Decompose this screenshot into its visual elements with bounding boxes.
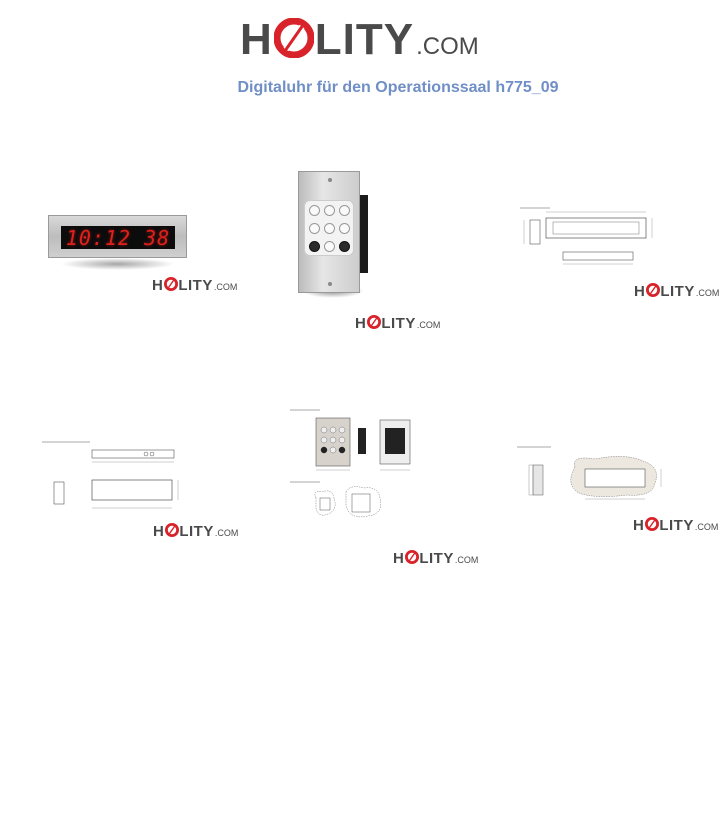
- clock-housing: 10:12 38: [48, 215, 187, 258]
- logo-letters-lity: LITY: [660, 283, 695, 300]
- logo-letter-h: H: [152, 277, 164, 294]
- technical-drawing: [42, 441, 179, 509]
- watermark-logo: H LITY .COM: [355, 314, 440, 331]
- watermark-logo: H LITY .COM: [152, 276, 237, 293]
- product-image-drawing-3[interactable]: [288, 406, 418, 536]
- keypad-button: [309, 241, 320, 252]
- keypad-back-box: [358, 195, 368, 273]
- holity-logo[interactable]: H LITY .COM: [240, 14, 479, 62]
- screw-icon: [328, 282, 332, 286]
- logo-domain: .COM: [214, 528, 239, 538]
- clock-display: 10:12 38: [61, 225, 175, 250]
- logo-letters-lity: LITY: [381, 315, 416, 332]
- logo-domain: .COM: [416, 320, 441, 330]
- logo-domain: .COM: [416, 33, 479, 60]
- logo-o-icon: [645, 283, 660, 297]
- clock-shadow: [60, 258, 175, 270]
- watermark-logo: H LITY .COM: [633, 516, 718, 533]
- keypad-button: [309, 205, 320, 216]
- logo-o-icon: [273, 18, 314, 58]
- logo-letter-h: H: [633, 517, 645, 534]
- logo-letters-lity: LITY: [314, 15, 415, 64]
- product-image-drawing-4[interactable]: [515, 443, 665, 505]
- logo-o-icon: [366, 315, 381, 329]
- logo-letters-lity: LITY: [659, 517, 694, 534]
- clock-digits: 10:12 38: [65, 225, 171, 250]
- watermark-logo: H LITY .COM: [634, 282, 719, 299]
- logo-o-icon: [644, 517, 659, 531]
- logo-o-icon: [163, 277, 178, 291]
- logo-domain: .COM: [694, 522, 719, 532]
- keypad-plate: [298, 171, 360, 293]
- product-image-drawing-1[interactable]: [518, 200, 653, 270]
- technical-drawing: [517, 446, 662, 500]
- logo-letters-lity: LITY: [419, 550, 454, 567]
- logo-letter-h: H: [240, 15, 273, 64]
- keypad-button: [339, 223, 350, 234]
- product-image-drawing-2[interactable]: [40, 438, 180, 513]
- keypad-button: [324, 241, 335, 252]
- technical-drawing: [520, 207, 653, 265]
- logo-letters-lity: LITY: [178, 277, 213, 294]
- page-title: Digitaluhr für den Operationssaal h775_0…: [237, 79, 559, 96]
- keypad-button: [339, 205, 350, 216]
- logo-letter-h: H: [634, 283, 646, 300]
- screw-icon: [328, 178, 332, 182]
- watermark-logo: H LITY .COM: [153, 522, 238, 539]
- keypad-button: [324, 223, 335, 234]
- logo-domain: .COM: [695, 288, 720, 298]
- keypad-button: [309, 223, 320, 234]
- keypad-button: [339, 241, 350, 252]
- keypad-button: [324, 205, 335, 216]
- logo-o-icon: [404, 550, 419, 564]
- logo-letters-lity: LITY: [179, 523, 214, 540]
- logo-o-icon: [164, 523, 179, 537]
- logo-domain: .COM: [454, 555, 479, 565]
- watermark-logo: H LITY .COM: [393, 549, 478, 566]
- logo-domain: .COM: [213, 282, 238, 292]
- keypad-button-panel: [304, 200, 354, 256]
- logo-letter-h: H: [355, 315, 367, 332]
- logo-letter-h: H: [393, 550, 405, 567]
- technical-drawing: [290, 409, 411, 518]
- logo-letter-h: H: [153, 523, 165, 540]
